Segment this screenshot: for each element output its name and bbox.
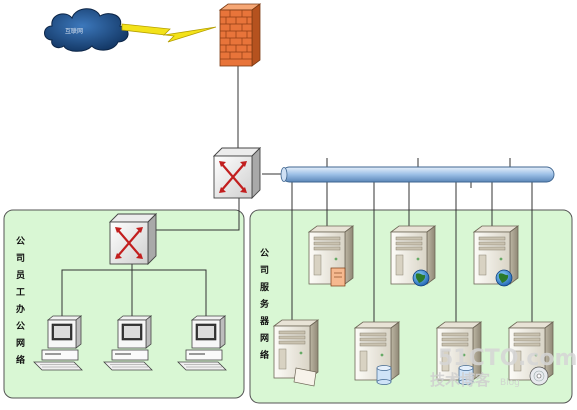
- watermark-site: 51CTO.com: [438, 346, 577, 371]
- server-icon: [436, 321, 482, 385]
- database-icon: [376, 365, 392, 385]
- database-icon: [458, 365, 474, 385]
- globe-icon: [495, 269, 513, 287]
- watermark: 51CTO.com 技术博客 Blog: [430, 346, 577, 389]
- server-network-bus-icon: [280, 166, 555, 183]
- globe-icon: [412, 269, 430, 287]
- watermark-blog: Blog: [500, 378, 520, 388]
- watermark-subtitle: 技术博客: [430, 371, 491, 389]
- core-switch-icon: [212, 146, 262, 200]
- internet-cloud-icon: 互联网: [44, 8, 129, 52]
- server-icon: [273, 319, 319, 387]
- server-icon: [354, 321, 400, 385]
- cd-icon: [529, 366, 549, 386]
- document-badge-icon: [330, 267, 346, 287]
- office-switch-icon: [108, 212, 158, 266]
- wan-link-lightning-icon: [121, 23, 217, 43]
- connection-lines: [61, 66, 533, 322]
- server-zone-label: 公司服务器网络: [259, 248, 270, 361]
- server-icon: [308, 225, 354, 287]
- internet-label: 互联网: [65, 27, 83, 35]
- document-badge-icon: [293, 367, 317, 387]
- server-icon: [473, 225, 519, 287]
- firewall-icon: [218, 3, 262, 67]
- server-icon: [508, 321, 554, 386]
- office-zone-label: 公司员工办公网络: [16, 236, 25, 366]
- server-icon: [390, 225, 436, 287]
